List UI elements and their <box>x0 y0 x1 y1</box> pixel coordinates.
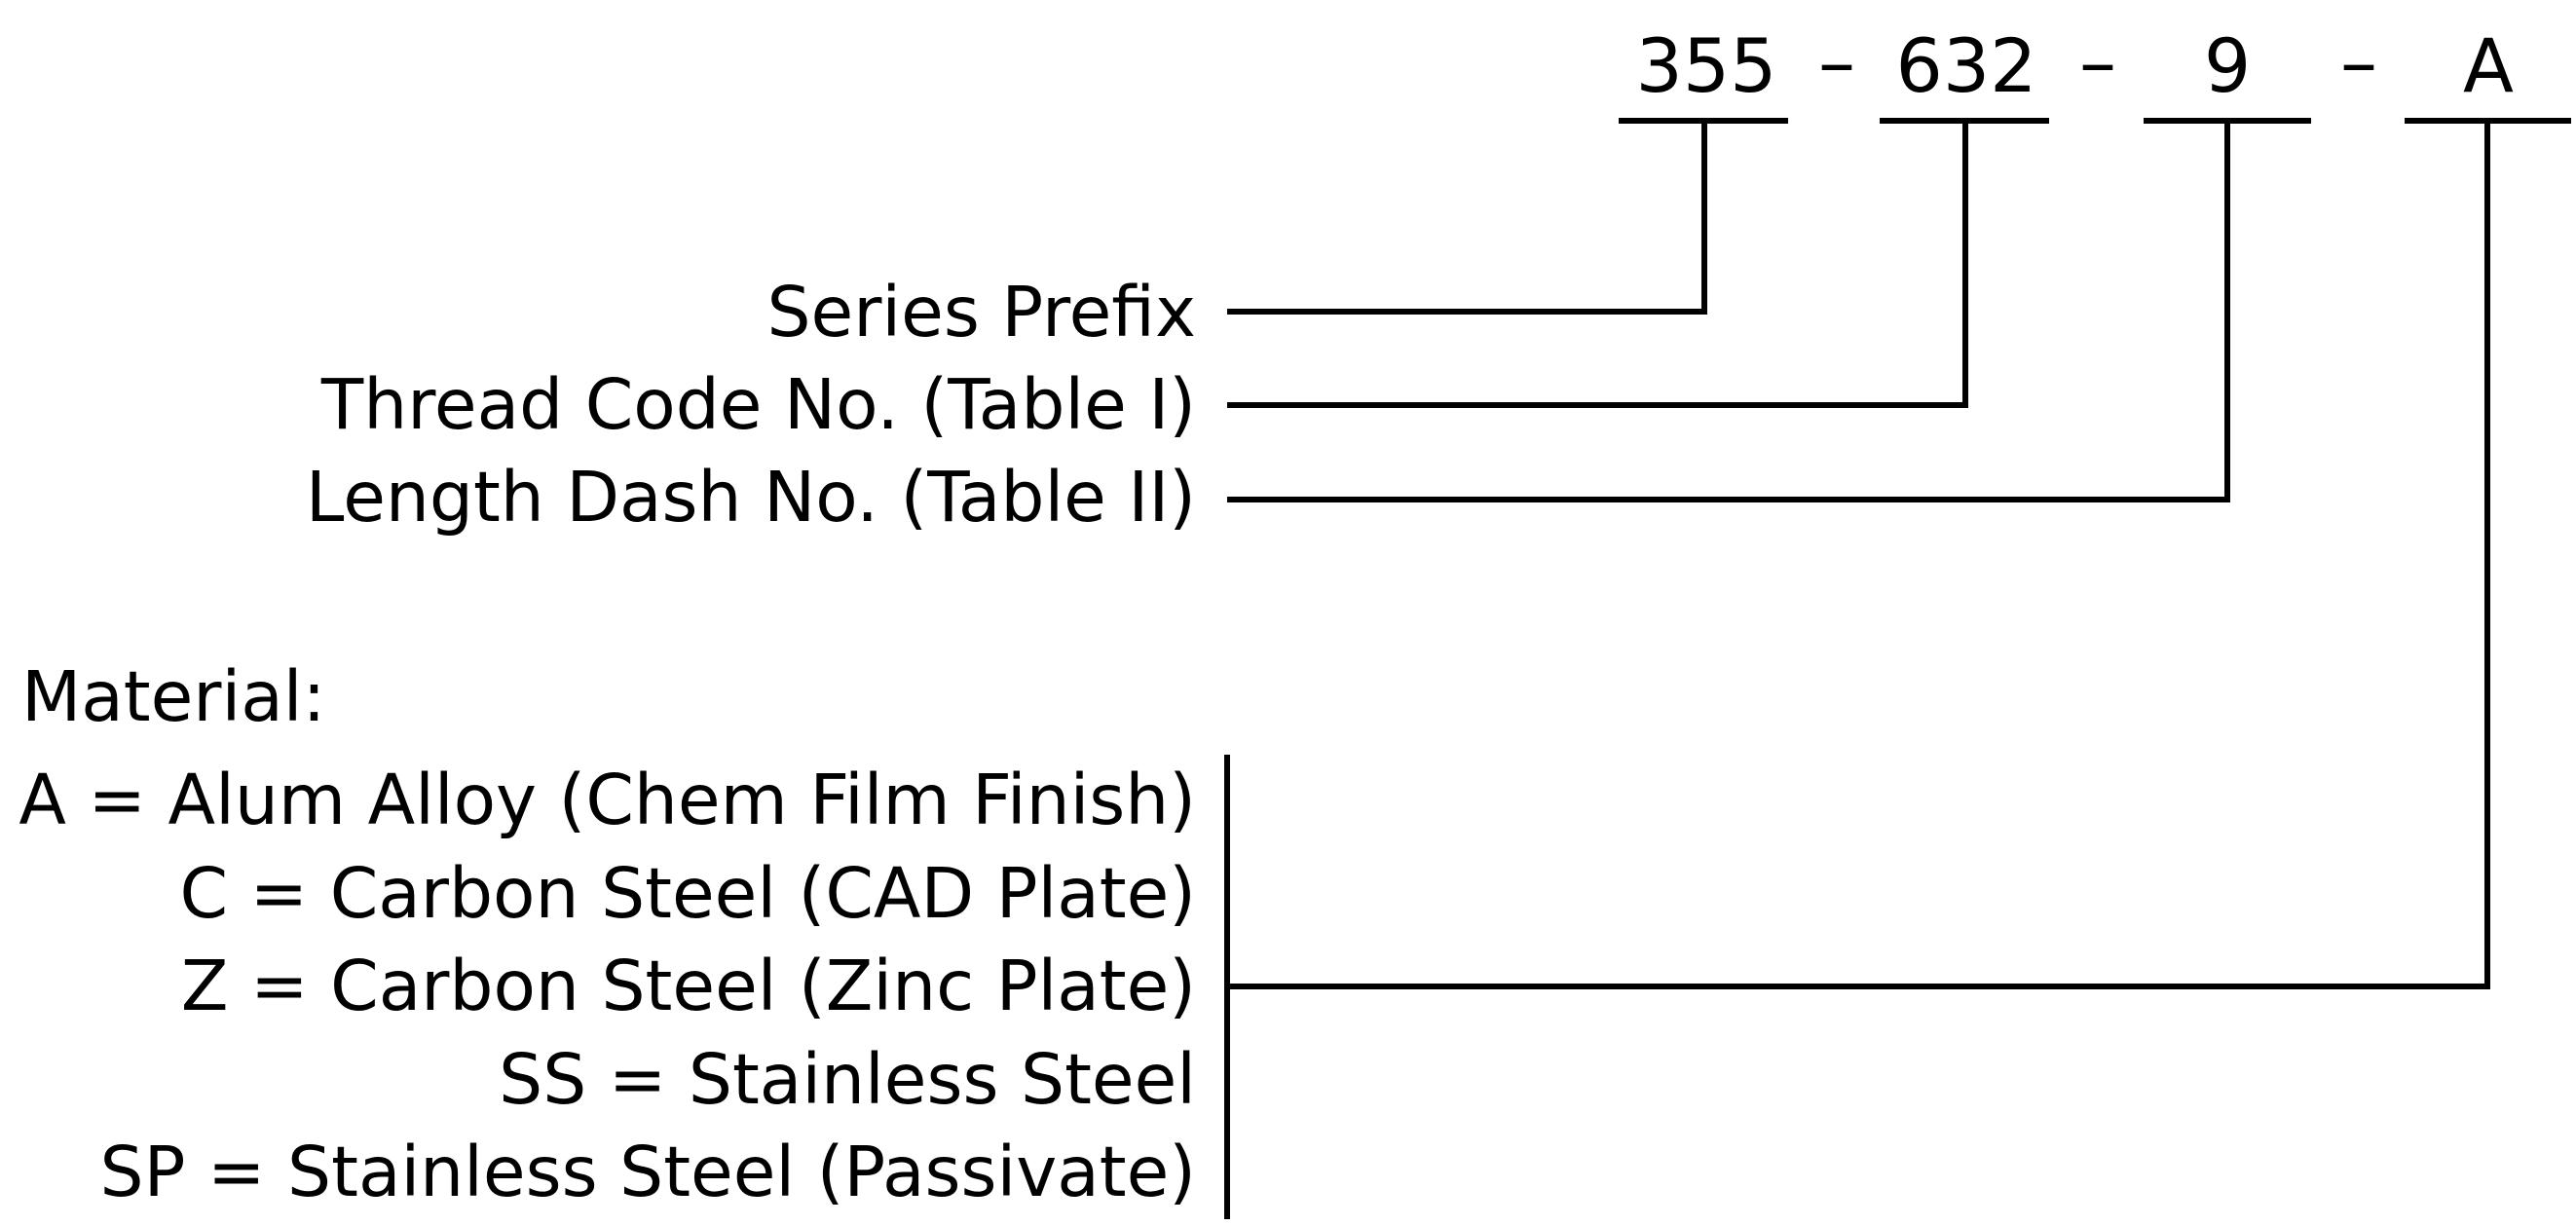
material-option-sp: SP = Stainless Steel (Passivate) <box>100 1132 1196 1212</box>
label-length-dash: Length Dash No. (Table II) <box>306 457 1196 538</box>
leader-thread-code <box>1227 121 1968 408</box>
leader-series-prefix <box>1227 121 1707 315</box>
part-number: 355 – 632 – 9 – A <box>1619 19 2571 124</box>
label-series-prefix: Series Prefix <box>766 272 1196 353</box>
separator-3: – <box>2340 19 2377 105</box>
material-heading: Material: <box>21 656 325 737</box>
segment-material-value: A <box>2463 22 2514 109</box>
segment-length-dash: 9 <box>2144 22 2311 124</box>
segment-length-dash-value: 9 <box>2204 22 2251 109</box>
material-option-z: Z = Carbon Steel (Zinc Plate) <box>181 946 1196 1026</box>
segment-thread-code: 632 <box>1880 22 2049 124</box>
segment-material: A <box>2405 22 2571 124</box>
material-option-c: C = Carbon Steel (CAD Plate) <box>180 853 1196 934</box>
label-thread-code: Thread Code No. (Table I) <box>320 364 1196 445</box>
segment-series-prefix-value: 355 <box>1635 22 1776 109</box>
material-option-a: A = Alum Alloy (Chem Film Finish) <box>19 760 1196 840</box>
material-option-ss: SS = Stainless Steel <box>499 1039 1196 1120</box>
separator-1: – <box>1818 19 1855 105</box>
leader-length-dash <box>1227 121 2230 502</box>
segment-series-prefix: 355 <box>1619 22 1788 124</box>
segment-thread-code-value: 632 <box>1895 22 2036 109</box>
leader-material <box>1227 121 2490 989</box>
separator-2: – <box>2079 19 2116 105</box>
